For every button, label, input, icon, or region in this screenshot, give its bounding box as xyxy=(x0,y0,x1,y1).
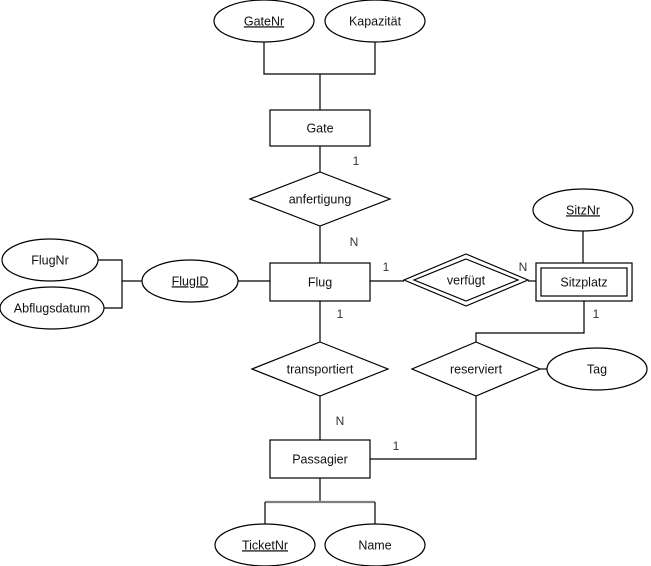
entity-gate[interactable]: Gate xyxy=(269,109,371,147)
entity-passagier-box[interactable] xyxy=(269,439,371,479)
entity-sitzplatz-inner-box xyxy=(540,267,628,297)
connector-gate-attributes-bracket xyxy=(263,42,376,75)
attribute-ticketnr[interactable]: TicketNr xyxy=(214,523,316,566)
entity-passagier[interactable]: Passagier xyxy=(269,439,371,479)
entity-flug[interactable]: Flug xyxy=(269,262,371,302)
cardinality-flug-verfuegt: 1 xyxy=(383,260,390,274)
relationship-transportiert-label: transportiert xyxy=(287,362,354,376)
relationship-anfertigung-label: anfertigung xyxy=(289,192,352,206)
attribute-abflugsdatum-label: Abflugsdatum xyxy=(14,301,90,315)
attribute-sitznr-ellipse[interactable] xyxy=(532,188,634,232)
attribute-tag[interactable]: Tag xyxy=(546,347,648,391)
relationship-verfuegt[interactable]: verfügt xyxy=(402,253,530,307)
relationship-verfuegt-inner-diamond xyxy=(412,258,520,302)
attribute-flugid-ellipse[interactable] xyxy=(141,259,239,303)
attribute-name-ellipse[interactable] xyxy=(324,523,426,566)
cardinality-layer: 1 N 1 N 1 N 1 1 xyxy=(336,154,600,453)
relationship-anfertigung[interactable]: anfertigung xyxy=(248,171,392,227)
attribute-kapazitaet[interactable]: Kapazität xyxy=(324,0,426,43)
entity-passagier-label: Passagier xyxy=(292,452,348,466)
attribute-abflugsdatum[interactable]: Abflugsdatum xyxy=(0,286,105,330)
attribute-kapazitaet-label: Kapazität xyxy=(349,14,402,28)
relationship-transportiert[interactable]: transportiert xyxy=(250,341,390,397)
relationship-transportiert-diamond[interactable] xyxy=(250,341,390,397)
attribute-sitznr[interactable]: SitzNr xyxy=(532,188,634,232)
attribute-flugid-label: FlugID xyxy=(172,274,209,288)
cardinality-gate-anfertigung: 1 xyxy=(353,154,360,168)
attribute-tag-ellipse[interactable] xyxy=(546,347,648,391)
attribute-gatenr-ellipse[interactable] xyxy=(213,0,315,43)
entity-gate-label: Gate xyxy=(306,121,333,135)
connector-sitzplatz-to-reserviert xyxy=(475,301,585,342)
relationship-reserviert[interactable]: reserviert xyxy=(410,341,542,397)
cardinality-anfertigung-flug: N xyxy=(350,235,359,249)
relationship-reserviert-label: reserviert xyxy=(450,362,503,376)
attribute-name-label: Name xyxy=(358,538,391,552)
cardinality-verfuegt-sitzplatz: N xyxy=(519,260,528,274)
entity-gate-box[interactable] xyxy=(269,109,371,147)
attribute-flugnr-label: FlugNr xyxy=(31,253,69,267)
attribute-sitznr-label: SitzNr xyxy=(566,203,600,217)
cardinality-sitzplatz-reserviert: 1 xyxy=(593,307,600,321)
cardinality-reserviert-passagier: 1 xyxy=(393,439,400,453)
attribute-flugnr[interactable]: FlugNr xyxy=(1,238,99,282)
relationship-anfertigung-diamond[interactable] xyxy=(248,171,392,227)
attribute-flugid[interactable]: FlugID xyxy=(141,259,239,303)
cardinality-transportiert-passagier: N xyxy=(336,414,345,428)
attribute-gatenr[interactable]: GateNr xyxy=(213,0,315,43)
entity-sitzplatz-label: Sitzplatz xyxy=(560,275,607,289)
connector-flug-attributes-bracket xyxy=(98,259,123,309)
connector-layer xyxy=(98,42,585,524)
attribute-ticketnr-label: TicketNr xyxy=(242,538,288,552)
entity-flug-label: Flug xyxy=(308,275,332,289)
attribute-name[interactable]: Name xyxy=(324,523,426,566)
entity-flug-box[interactable] xyxy=(269,262,371,302)
attribute-tag-label: Tag xyxy=(587,362,607,376)
relationship-verfuegt-label: verfügt xyxy=(447,273,486,287)
attribute-gatenr-label: GateNr xyxy=(244,14,284,28)
attribute-ticketnr-ellipse[interactable] xyxy=(214,523,316,566)
entity-sitzplatz[interactable]: Sitzplatz xyxy=(535,262,633,302)
connector-reserviert-to-passagier xyxy=(370,396,477,460)
attribute-abflugsdatum-ellipse[interactable] xyxy=(0,286,105,330)
cardinality-flug-transportiert: 1 xyxy=(337,307,344,321)
attribute-kapazitaet-ellipse[interactable] xyxy=(324,0,426,43)
relationship-reserviert-diamond[interactable] xyxy=(410,341,542,397)
attribute-flugnr-ellipse[interactable] xyxy=(1,238,99,282)
